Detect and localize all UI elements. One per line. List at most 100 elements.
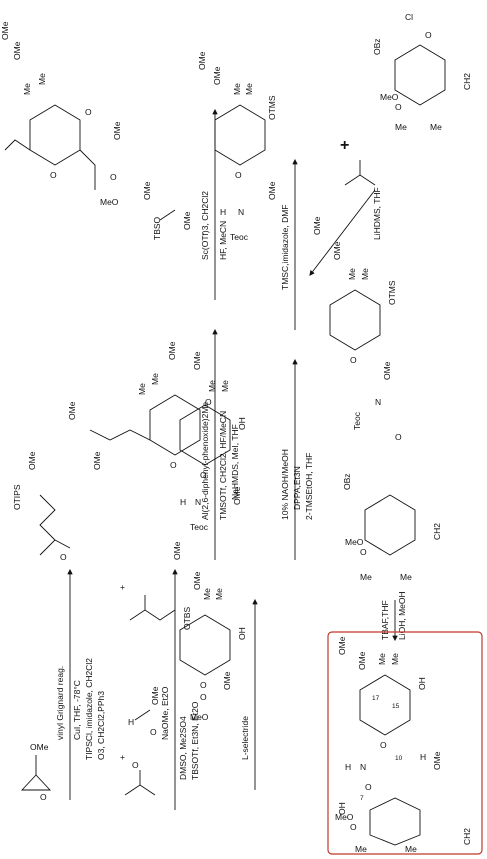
reaction-arrow-2: NaOMe, Et2O DMSO, Me2SO4 TBSOTf, Et3N, E… (160, 568, 200, 810)
atom-label: MeO (380, 92, 399, 102)
reaction-arrow-1: vinyl Grignard reag. CuI, THF, -78°C TIP… (55, 568, 106, 800)
atom-label: MeO (345, 537, 364, 547)
reagent-text: LiHDMS, THF (372, 187, 382, 240)
atom-label: O (110, 172, 117, 182)
atom-label: Me (37, 73, 47, 85)
atom-label: O (425, 30, 432, 40)
atom-label: O (150, 727, 157, 737)
atom-label: Me (377, 653, 387, 665)
atom-label: O (205, 397, 212, 407)
atom-label: MeO (335, 812, 354, 822)
atom-label: Me (202, 588, 212, 600)
atom-label: CH2 (462, 73, 472, 90)
atom-label: OMe (27, 451, 37, 470)
atom-label: OTMS (267, 95, 277, 120)
atom-label: OH (237, 417, 247, 430)
reaction-arrow-5: L-selectride (240, 598, 258, 790)
atom-label: Me (347, 268, 357, 280)
silyl-ketene-acetal: TBSO OMe OMe (142, 181, 192, 240)
epoxide-methyl-ether: O OMe (20, 742, 52, 802)
atom-label: Me (232, 83, 242, 95)
atom-label: OMe (150, 686, 160, 705)
atom-label: OMe (232, 486, 242, 505)
reagent-text: DPPA,Et3N (292, 466, 302, 510)
atom-label: Me (360, 268, 370, 280)
atom-label: OMe (67, 401, 77, 420)
amide-otms-intermediate: O OTMS Me Me OMe OMe Teoc N OMe O OBz Me… (312, 216, 442, 582)
atom-label: OTIPS (12, 484, 22, 510)
atom-label: OMe (112, 121, 122, 140)
reaction-arrow-4: Sc(OTf)3, CH2Cl2 HF, MeCN (200, 108, 228, 300)
atom-label: OMe (212, 66, 222, 85)
atom-label: H (345, 762, 351, 772)
atom-label: Me (137, 383, 147, 395)
atom-label: O (350, 355, 357, 365)
atom-label: H (420, 752, 426, 762)
atom-label: O (50, 170, 57, 180)
reaction-arrow-7: TMSC,imidazole, DMF (280, 158, 298, 330)
atom-label: Me (430, 122, 442, 132)
atom-label: OMe (337, 636, 347, 655)
atom-label: H (128, 717, 134, 727)
atom-label: O (132, 760, 139, 770)
atom-label: MeO (190, 712, 209, 722)
atom-label: OH (417, 677, 427, 690)
reagent-text: NaHMDS, MeI, THF (230, 424, 240, 500)
atom-label: OTBS (182, 607, 192, 630)
atom-label: OMe (30, 742, 49, 752)
locant-label: 17 (372, 695, 380, 702)
atom-label: Teoc (190, 522, 209, 532)
atom-label: O (365, 782, 372, 792)
reaction-arrow-3: Al(2,6-diphenyl-phenoxide)2Me TMSOTf, CH… (200, 328, 240, 560)
reagent-text: DMSO, Me2SO4 (178, 716, 188, 780)
atom-label: Me (395, 122, 407, 132)
reagent-text: 10% NAOH/MeOH (280, 449, 290, 520)
reagent-text: L-selectride (240, 716, 250, 760)
reagent-text: HF, MeCN (218, 221, 228, 260)
atom-label: OMe (222, 671, 232, 690)
atom-label: OMe (357, 651, 367, 670)
atom-label: O (170, 460, 177, 470)
atom-label: OMe (312, 216, 322, 235)
atom-label: CH2 (462, 828, 472, 845)
atom-label: Me (220, 380, 230, 392)
atom-label: Me (390, 653, 400, 665)
atom-label: OBz (372, 38, 382, 55)
atom-label: Me (214, 588, 224, 600)
reagent-text: Al(2,6-diphenyl-phenoxide)2Me (200, 402, 210, 520)
reagent-text: TBAF,THF (380, 600, 390, 640)
atom-label: Me (405, 844, 417, 854)
atom-label: Me (207, 380, 217, 392)
atom-label: O (200, 680, 207, 690)
atom-label: OBz (342, 473, 352, 490)
atom-label: OMe (167, 341, 177, 360)
atom-label: O (360, 547, 367, 557)
hydroxy-ester: O OH Me Me OMe OMe MeO O OMe (172, 541, 247, 722)
locant-label: 15 (392, 703, 400, 710)
reaction-arrow-8: LiHDMS, THF (309, 187, 382, 276)
atom-label: OH (337, 802, 347, 815)
plus-sign: + (340, 137, 349, 154)
atom-label: OMe (432, 751, 442, 770)
butanone: O (124, 760, 156, 796)
final-product: O OH Me Me OMe OMe 17 15 H N 10 H OMe O … (335, 636, 472, 854)
atom-label: OMe (12, 41, 22, 60)
atom-label: Me (150, 373, 160, 385)
locant-label: 7 (360, 795, 364, 802)
atom-label: MeO (100, 197, 119, 207)
atom-label: O (235, 170, 242, 180)
atom-label: Teoc (230, 232, 249, 242)
reagent-text: vinyl Grignard reag. (55, 666, 65, 740)
atom-label: Me (355, 844, 367, 854)
reagent-text: TIPSCl, imidazole, CH2Cl2 (84, 658, 94, 760)
atom-label: O (395, 102, 402, 112)
atom-label: TBSO (152, 216, 162, 240)
atom-label: H (220, 207, 226, 217)
reaction-arrow-9: TBAF,THF LiOH, MeOH (380, 591, 407, 642)
isobutyl-fragment (344, 160, 376, 186)
atom-label: Me (244, 83, 254, 95)
tetrahydropyranone-ester: O O Me Me OMe OMe MeO O OMe (0, 21, 122, 207)
atom-label: Cl (405, 12, 413, 22)
atom-label: OMe (92, 451, 102, 470)
